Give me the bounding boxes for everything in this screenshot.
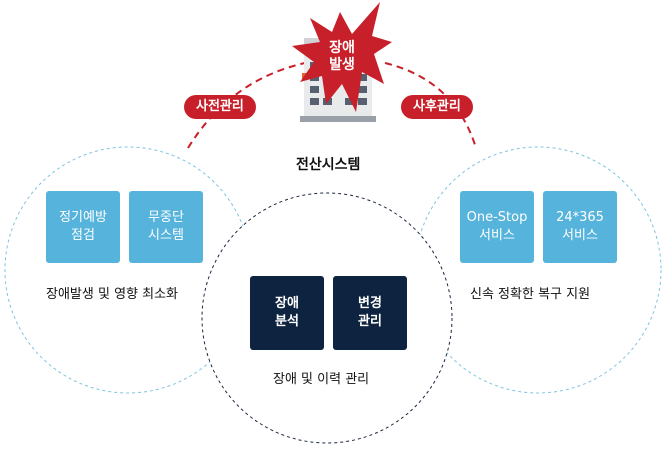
center-circle [201,192,453,444]
right-circle [414,146,662,394]
non-stop-system-box: 무중단 시스템 [129,191,203,263]
post-management-arc [384,62,477,149]
24x365-service-box: 24*365 서비스 [543,191,617,263]
left-caption: 장애발생 및 영향 최소화 [46,287,178,302]
explosion-burst-icon [292,2,392,112]
one-stop-service-box: One-Stop 서비스 [460,191,534,263]
incident-analysis-box: 장애 분석 [250,276,324,350]
pre-management-arc [187,62,306,149]
regular-inspection-box: 정기예방 점검 [46,191,120,263]
pre-management-badge: 사전관리 [184,95,256,119]
computer-system-label: 전산시스템 [296,157,361,173]
center-caption: 장애 및 이력 관리 [273,372,370,387]
right-caption: 신속 정확한 복구 지원 [470,287,591,302]
incident-occurrence-label: 장애 발생 [329,40,355,73]
post-management-badge: 사후관리 [401,95,473,119]
change-management-box: 변경 관리 [333,276,407,350]
